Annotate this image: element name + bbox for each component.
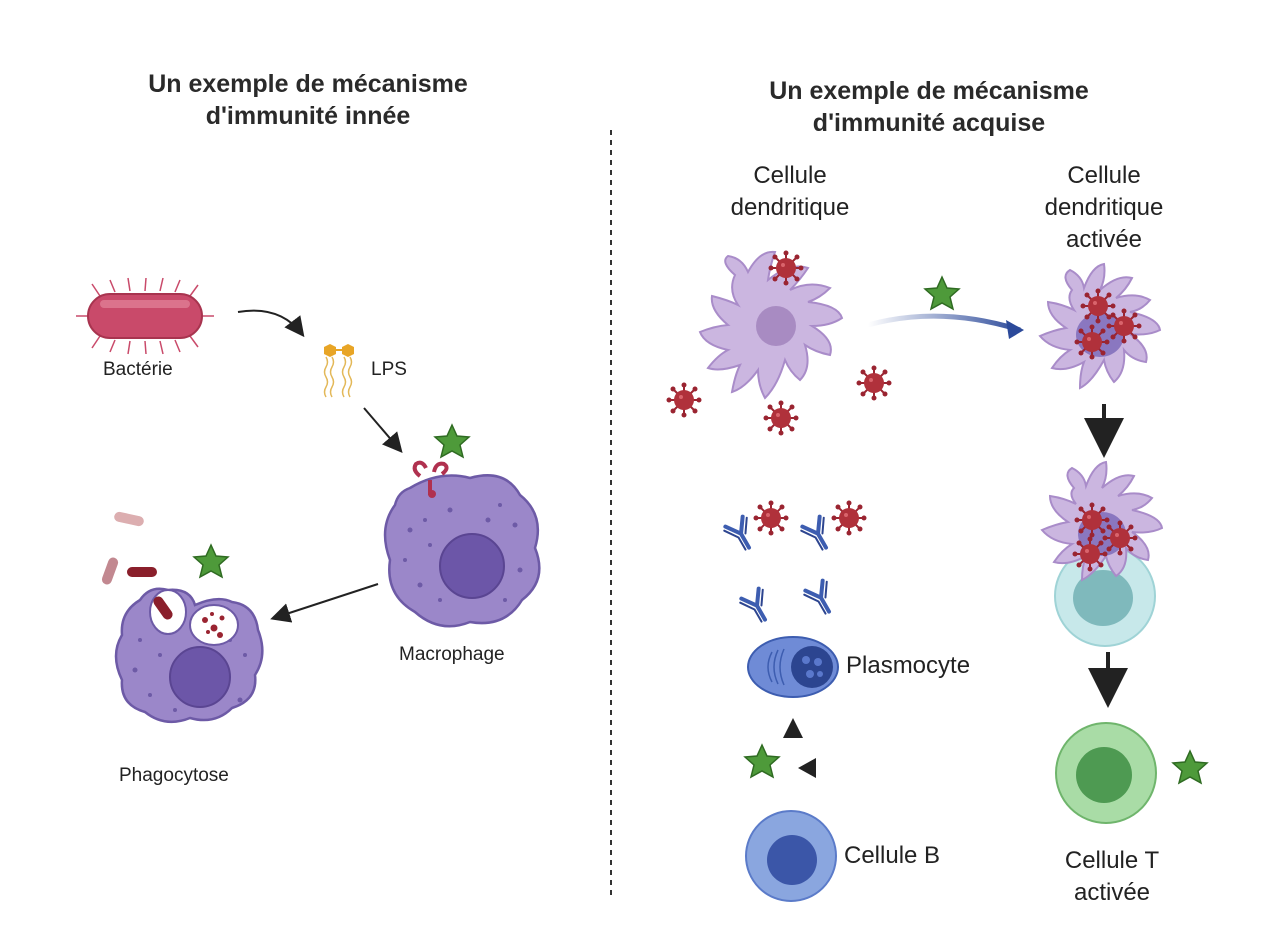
antibody-icon bbox=[720, 513, 763, 557]
innate-title: Un exemple de mécanisme d'immunité innée bbox=[78, 68, 538, 132]
acquired-title-line2: d'immunité acquise bbox=[812, 109, 1046, 137]
macrophage-icon bbox=[383, 460, 541, 628]
star-icon bbox=[924, 276, 960, 310]
phagocyte-icon bbox=[114, 587, 264, 724]
activated-dendritic-cell-label-line2: dendritique bbox=[1044, 194, 1164, 221]
antibody-icon bbox=[736, 585, 779, 629]
macrophage-label: Macrophage bbox=[399, 644, 505, 665]
bacteria-fragment-icon bbox=[127, 567, 157, 577]
activated-dendritic-cell-icon bbox=[1038, 262, 1162, 390]
dendritic-cell-label: Cellule dendritique bbox=[690, 160, 890, 224]
t-cell-label-line1: Cellule T bbox=[1064, 847, 1160, 874]
virus-icon bbox=[752, 499, 790, 537]
t-cell-label-line2: activée bbox=[1073, 879, 1151, 906]
virus-icon bbox=[1105, 307, 1143, 345]
b-cell-label: Cellule B bbox=[844, 842, 941, 869]
plasmocyte-icon bbox=[747, 636, 839, 698]
star-icon bbox=[193, 544, 229, 578]
virus-icon bbox=[1071, 535, 1109, 573]
virus-icon bbox=[1101, 519, 1139, 557]
activated-dendritic-cell-label: Cellule dendritique activée bbox=[1004, 160, 1204, 256]
dendritic-cell-icon bbox=[698, 250, 844, 400]
star-icon bbox=[434, 424, 470, 458]
activated-dendritic-cell-label-line3: activée bbox=[1065, 226, 1143, 253]
virus-icon bbox=[1073, 323, 1111, 361]
antibody-icon bbox=[800, 577, 843, 621]
bacteria-fragment-icon bbox=[114, 511, 144, 527]
dendritic-cell-label-line2: dendritique bbox=[730, 194, 850, 221]
t-cell-label: Cellule T activée bbox=[1012, 845, 1212, 909]
star-icon bbox=[1172, 750, 1208, 784]
plasmocyte-label: Plasmocyte bbox=[846, 652, 971, 679]
acquired-title-line1: Un exemple de mécanisme bbox=[769, 77, 1089, 105]
t-cell-icon bbox=[1055, 722, 1157, 824]
acquired-title: Un exemple de mécanisme d'immunité acqui… bbox=[699, 75, 1159, 139]
bacteria-label: Bactérie bbox=[103, 359, 173, 380]
bacteria-fragment-icon bbox=[101, 557, 119, 585]
star-icon bbox=[744, 744, 780, 778]
virus-icon bbox=[762, 399, 800, 437]
lps-icon bbox=[323, 344, 354, 398]
innate-title-line2: d'immunité innée bbox=[205, 102, 411, 130]
virus-icon bbox=[1073, 501, 1111, 539]
innate-title-line1: Un exemple de mécanisme bbox=[148, 70, 468, 98]
lps-label: LPS bbox=[371, 359, 407, 380]
antibody-icon bbox=[797, 513, 840, 557]
virus-icon bbox=[830, 499, 868, 537]
b-cell-icon bbox=[745, 810, 837, 902]
virus-icon bbox=[767, 249, 805, 287]
virus-icon bbox=[855, 364, 893, 402]
activated-dendritic-cell-label-line1: Cellule bbox=[1067, 162, 1141, 189]
dendritic-cell-label-line1: Cellule bbox=[753, 162, 827, 189]
bacteria-icon bbox=[76, 277, 214, 355]
virus-icon bbox=[665, 381, 703, 419]
phagocytosis-label: Phagocytose bbox=[119, 765, 229, 786]
virus-icon bbox=[1079, 287, 1117, 325]
